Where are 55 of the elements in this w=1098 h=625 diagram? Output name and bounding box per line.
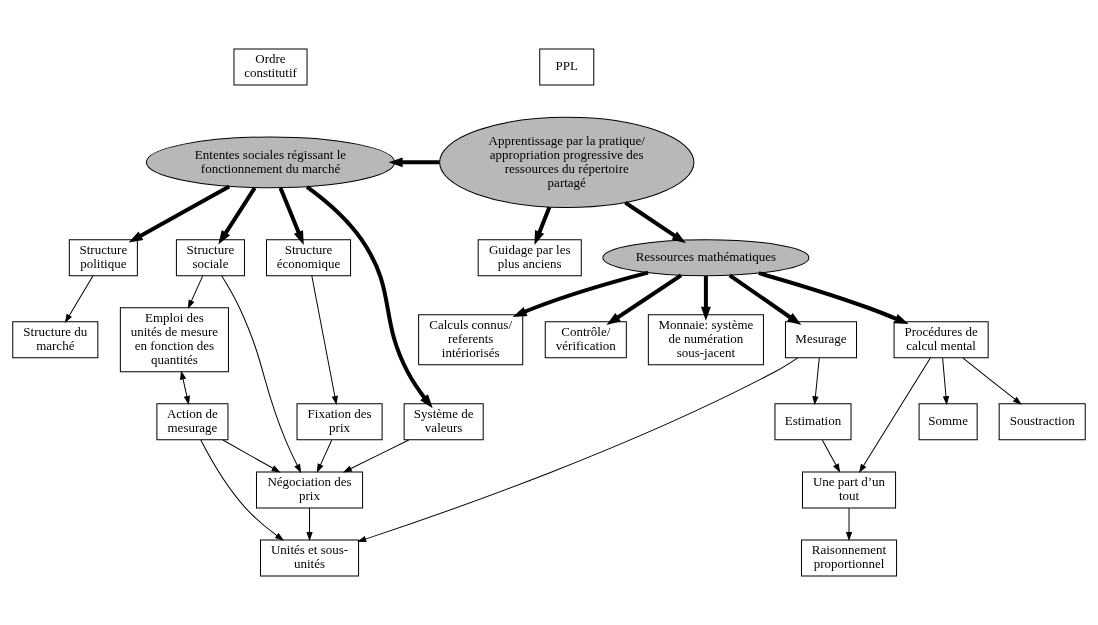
arrow [358,357,799,542]
arrow [221,275,302,473]
arrow [316,439,333,472]
arrow [305,185,433,409]
arrow [534,206,552,245]
arrow [306,507,313,540]
arrow [65,275,94,323]
node-box: Structure du marché [12,321,99,359]
node-ellipse: Ressources mathématiques [602,239,810,277]
arrow [187,275,204,309]
arrow [624,201,686,244]
node-box: Contrôle/ vérification [544,321,627,359]
node-box: Soustraction [998,403,1086,441]
node-box: Système de valeurs [403,403,484,441]
arrow [846,507,852,540]
arrow [512,270,649,318]
arrow [942,357,949,405]
arrow [180,371,190,404]
node-box: Procédures de calcul mental [893,321,989,359]
node-box: Monnaie: système de numération sous-jacent [647,314,764,366]
node-box: Emploi des unités de mesure en fonction des quantités [119,307,229,373]
arrow [812,357,820,405]
arrow [606,273,683,325]
node-ellipse: Ententes sociales régissant le fonctionnement du marché [145,136,396,189]
node-box: PPL [539,48,595,86]
arrow [728,273,802,326]
arrow [700,276,711,321]
node-box: Somme [918,403,978,441]
node-box: Calculs connus/ referents intériorisés [418,314,524,366]
arrow [758,271,909,325]
arrow [128,184,231,243]
arrow [218,186,257,245]
node-box: Guidage par les plus anciens [477,239,582,277]
arrow [222,439,280,473]
node-box: Structure économique [266,239,352,277]
node-box: Estimation [774,403,852,441]
node-box: Action de mesurage [156,403,229,441]
node-box: Ordre constitutif [233,48,308,86]
node-box: Une part d’un tout [802,471,897,509]
arrow [200,439,284,541]
arrow [388,157,440,168]
arrow [962,357,1022,405]
node-box: Unités et sous-unités [260,539,360,577]
node-box: Fixation des prix [296,403,383,441]
arrow [859,357,931,473]
node-box: Raisonnement proportionnel [801,539,898,577]
node-ellipse: Apprentissage par la pratique/ appropriation progressive des ressources du répertoire partagé [439,116,695,208]
arrow [311,275,338,405]
arrow [278,187,304,246]
node-box: Mesurage [784,321,858,359]
node-box: Structure politique [68,239,138,277]
arrow [343,439,410,473]
arrow [821,439,840,472]
node-box: Négociation des prix [256,471,364,509]
node-box: Structure sociale [175,239,245,277]
